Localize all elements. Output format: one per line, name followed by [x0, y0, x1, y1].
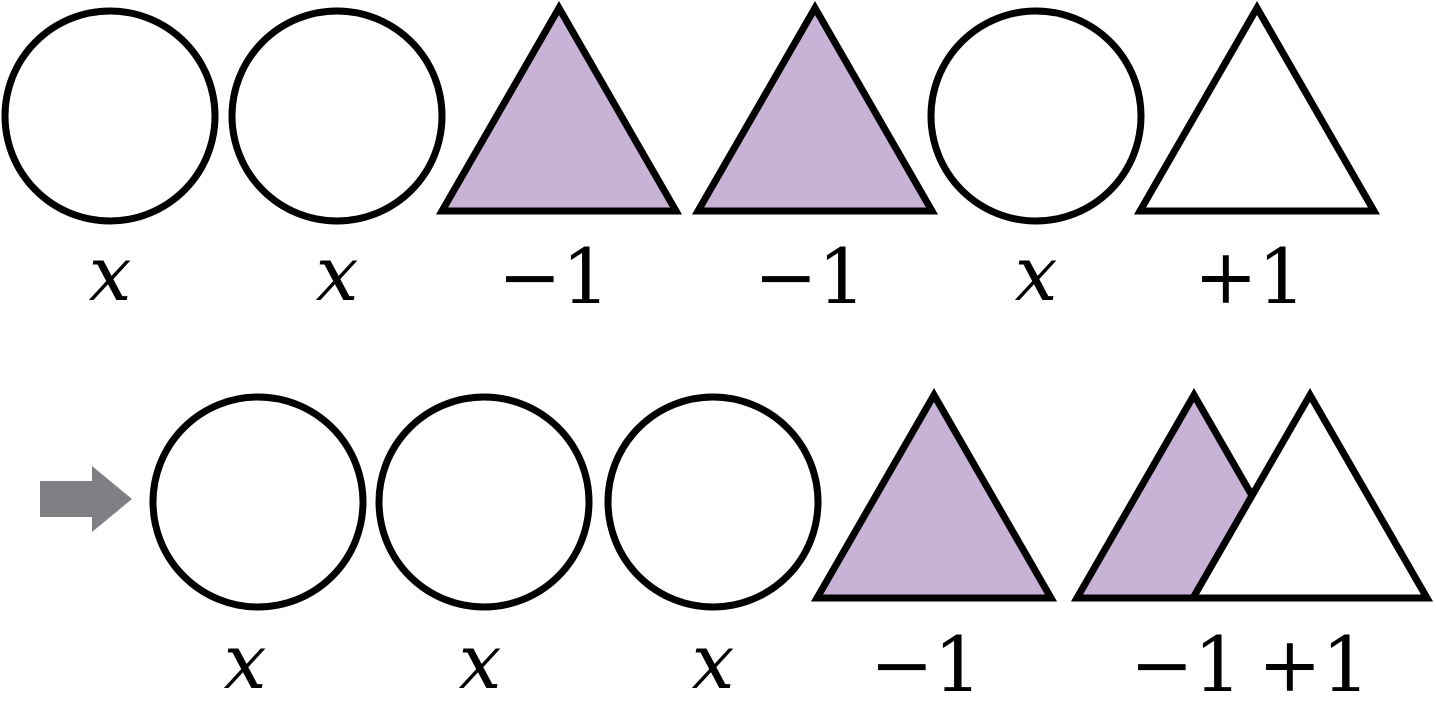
tile-label: x [89, 229, 132, 318]
x-tile [604, 393, 822, 611]
tile-label: x [1015, 229, 1058, 318]
positive-unit-tile [1133, 0, 1381, 215]
tile-label: −1 [498, 232, 610, 321]
x-tile [149, 393, 367, 611]
tile-label: x [316, 229, 359, 318]
tile-label: −1 [754, 232, 866, 321]
tile-label: x [459, 617, 502, 706]
row-1: x x −1 −1 x +1 [1, 0, 1381, 321]
tile-label: −1 [1130, 620, 1242, 709]
negative-unit-tile [810, 387, 1058, 602]
zero-pair-tiles [1070, 387, 1434, 602]
tile-label: +1 [1258, 620, 1370, 709]
right-arrow-icon [40, 466, 132, 532]
tile-label: x [692, 617, 735, 706]
negative-unit-tile [435, 0, 683, 215]
tile-label: +1 [1194, 232, 1306, 321]
x-tile [228, 7, 446, 225]
negative-unit-tile [691, 0, 939, 215]
x-tile [375, 393, 593, 611]
x-tile [1, 7, 219, 225]
row-2: x x x −1 −1 +1 [149, 387, 1434, 709]
x-tile [927, 7, 1145, 225]
positive-unit-tile [1186, 387, 1434, 602]
tile-label: x [224, 617, 267, 706]
tile-label: −1 [870, 620, 982, 709]
